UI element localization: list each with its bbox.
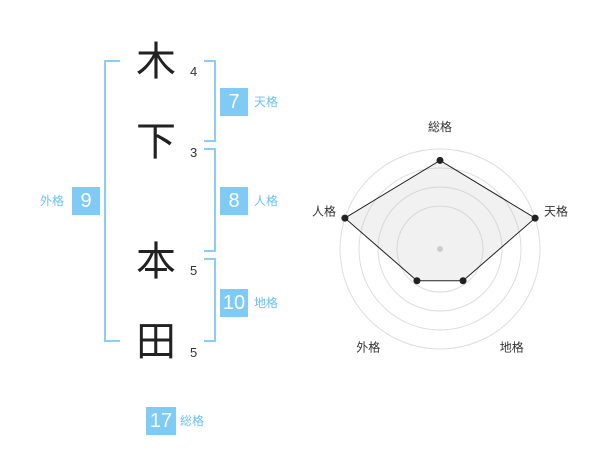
gaikaku-value: 9 — [72, 187, 100, 215]
gaikaku-label: 外格 — [40, 194, 65, 208]
tenkaku-label: 天格 — [254, 95, 279, 109]
radar-axis-label: 外格 — [356, 340, 380, 355]
radar-point — [341, 214, 349, 222]
radar-point — [531, 214, 539, 222]
radar-rings — [339, 148, 541, 350]
jinkaku-label: 人格 — [254, 194, 279, 208]
jinkaku-bracket — [204, 148, 216, 252]
radar-ring — [339, 148, 541, 350]
tenkaku-bracket — [204, 60, 216, 142]
radar-axis-label: 人格 — [312, 203, 336, 218]
radar-ring — [377, 186, 503, 312]
jinkaku-value: 8 — [220, 187, 248, 215]
stroke-count-4: 5 — [190, 345, 198, 360]
chikaku-label: 地格 — [254, 296, 279, 310]
stroke-count-2: 3 — [190, 145, 198, 160]
gaikaku-bracket — [104, 60, 120, 342]
soukaku-label: 総格 — [180, 414, 205, 428]
name-char-2: 下 — [136, 119, 176, 165]
chikaku-bracket — [204, 258, 216, 342]
name-char-3: 本 — [136, 239, 176, 285]
stroke-count-1: 4 — [190, 64, 198, 79]
name-char-4: 田 — [136, 319, 176, 365]
radar-axis-label: 総格 — [428, 119, 452, 134]
radar-point — [413, 277, 421, 285]
radar-ring — [396, 205, 484, 293]
soukaku-value: 17 — [146, 407, 176, 435]
radar-axis-label: 地格 — [500, 340, 524, 355]
name-char-1: 木 — [136, 39, 176, 85]
radar-point — [436, 156, 444, 164]
chikaku-value: 10 — [220, 289, 248, 317]
radar-center — [437, 246, 443, 252]
tenkaku-value: 7 — [220, 88, 248, 116]
radar-polygon — [344, 159, 536, 282]
radar-area — [341, 156, 539, 285]
radar-ring — [358, 167, 522, 331]
stroke-count-3: 5 — [190, 263, 198, 278]
radar-axis-label: 天格 — [544, 203, 568, 218]
radar-point — [459, 277, 467, 285]
